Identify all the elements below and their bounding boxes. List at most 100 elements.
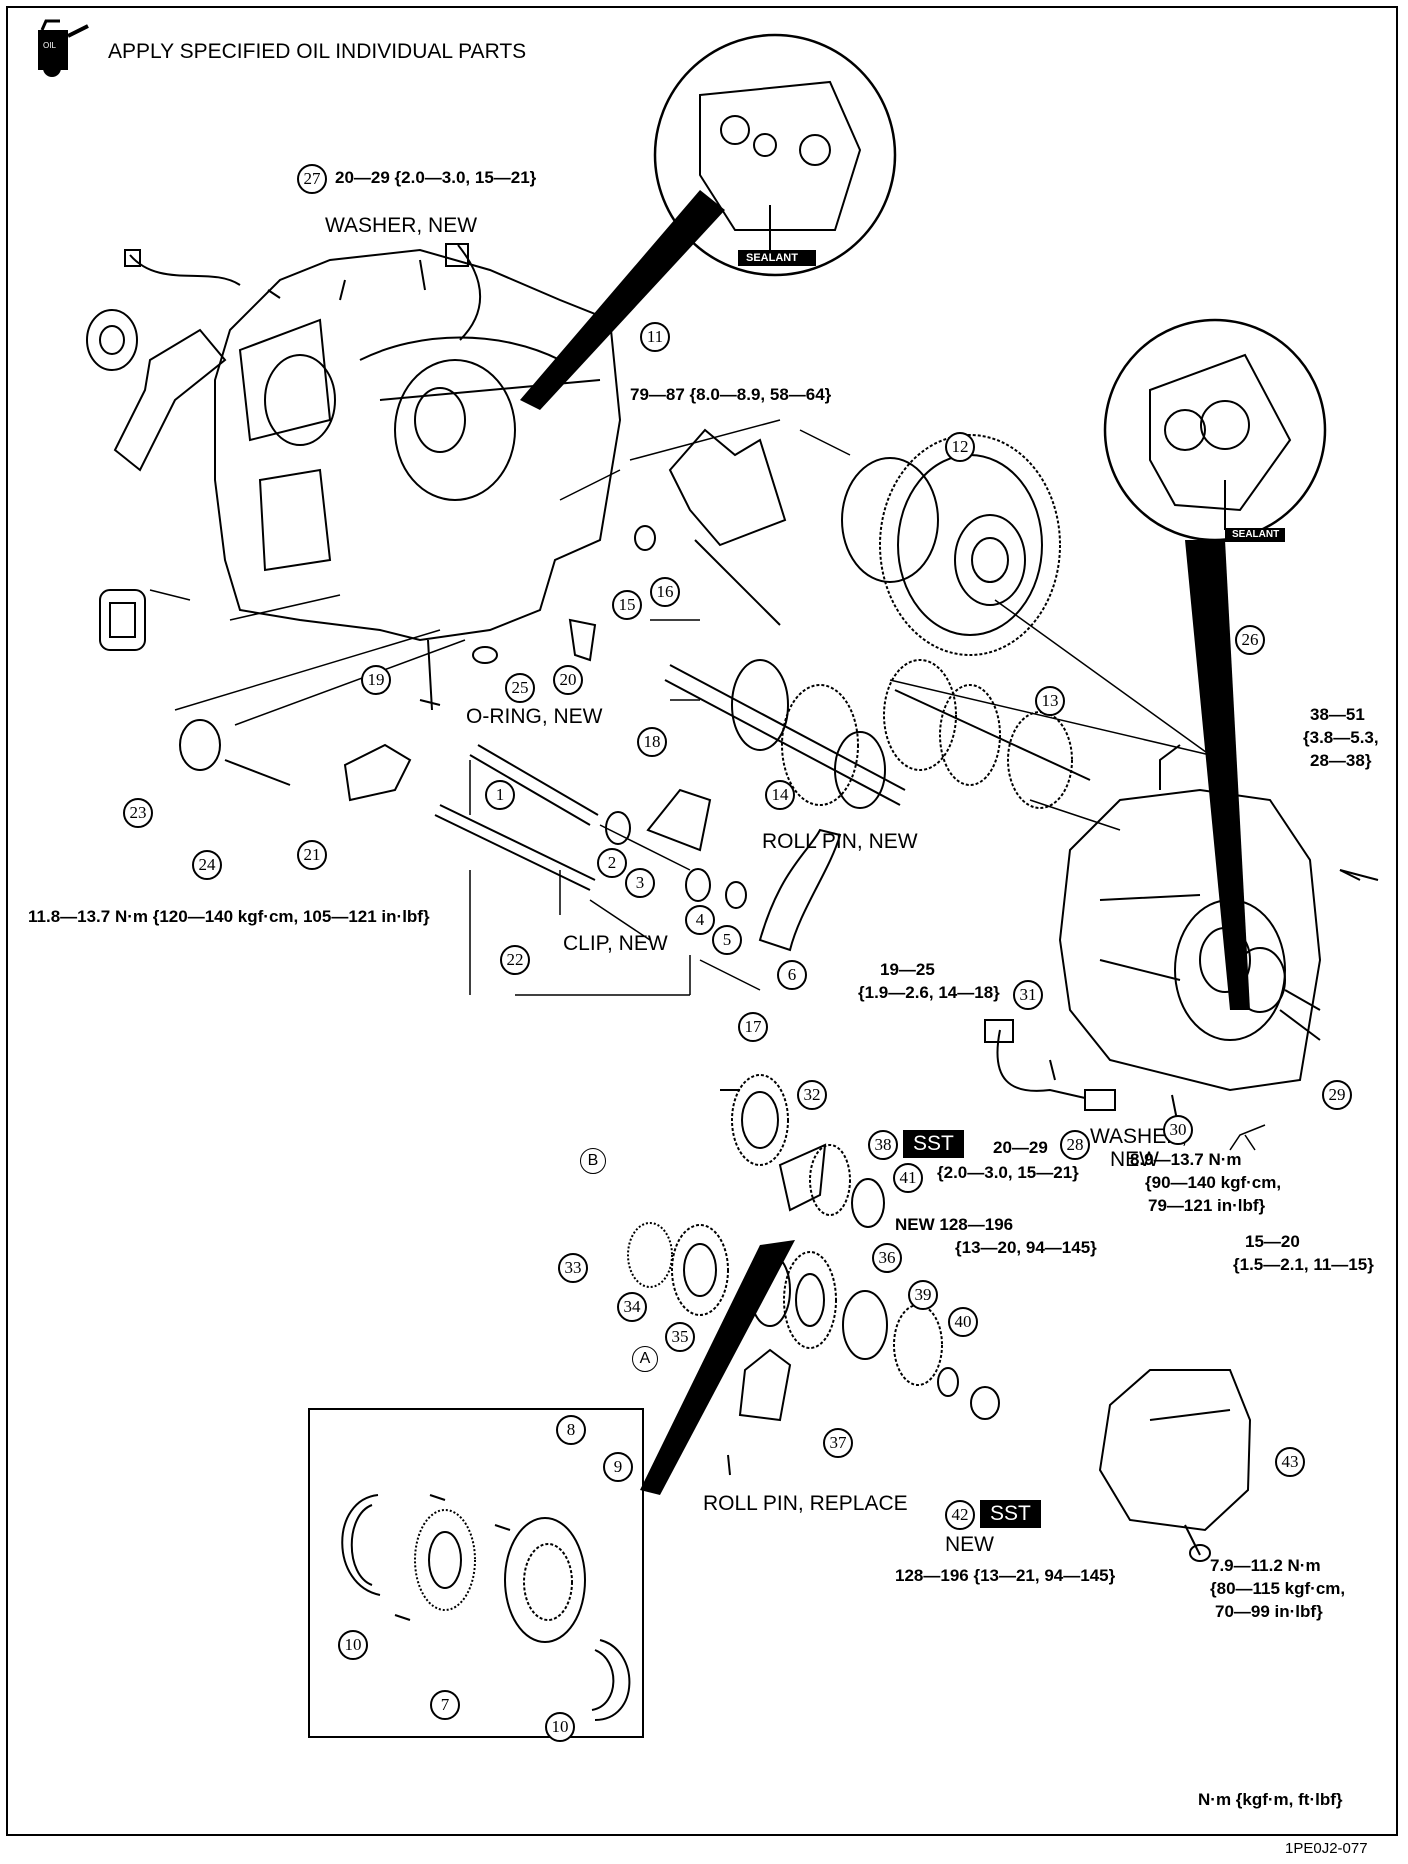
washer-new-label-a: WASHER, xyxy=(1090,1125,1188,1148)
torque-label-15-a: 15—20 xyxy=(1245,1232,1300,1251)
units-legend: N·m {kgf·m, ft·lbf} xyxy=(1198,1790,1343,1809)
torque-label-20-b: {2.0—3.0, 15—21} xyxy=(937,1163,1079,1182)
callout-23: 23 xyxy=(123,798,153,828)
clip-new-label: CLIP, NEW xyxy=(563,932,668,955)
callout-7: 7 xyxy=(430,1690,460,1720)
washer-new-label-b: NEW xyxy=(1110,1148,1159,1171)
torque-label-38-b: {3.8—5.3, xyxy=(1303,728,1379,747)
callout-5: 5 xyxy=(712,925,742,955)
new-torque-label-41-b: {13—20, 94—145} xyxy=(955,1238,1097,1257)
synchronizer-inset xyxy=(341,1494,631,1721)
callout-9: 9 xyxy=(603,1452,633,1482)
torque-label-8-9-a: 8.9—13.7 N·m xyxy=(1130,1150,1242,1169)
callout-39: 39 xyxy=(908,1280,938,1310)
callout-11: 11 xyxy=(640,322,670,352)
callout-35: 35 xyxy=(665,1322,695,1352)
mount-bracket xyxy=(668,428,787,547)
torque-label-19-a: 19—25 xyxy=(880,960,935,979)
new-torque-label-41-a: NEW 128—196 xyxy=(895,1215,1014,1234)
torque-label-7-9-b: {80—115 kgf·cm, xyxy=(1210,1579,1346,1598)
diagram-frame xyxy=(6,6,1398,1836)
torque-label-38-c: 28—38} xyxy=(1310,751,1372,770)
callout-15: 15 xyxy=(612,590,642,620)
callout-32: 32 xyxy=(797,1080,827,1110)
roll-pin-new-label: ROLL PIN, NEW xyxy=(762,830,918,853)
oring-new-label: O-RING, NEW xyxy=(466,705,603,728)
torque-label-8-9-c: 79—121 in·lbf} xyxy=(1148,1196,1266,1215)
end-cover xyxy=(1098,1369,1252,1562)
callout-2: 2 xyxy=(597,848,627,878)
sensor-wire-left xyxy=(129,254,241,286)
callout-40: 40 xyxy=(948,1307,978,1337)
callout-14: 14 xyxy=(765,780,795,810)
new-label-42: NEW xyxy=(945,1533,994,1556)
torque-label-38-a: 38—51 xyxy=(1310,705,1365,724)
callout-28: 28 xyxy=(1060,1130,1090,1160)
callout-42: 42 xyxy=(945,1500,975,1530)
torque-label-20-a: 20—29 xyxy=(993,1138,1048,1157)
sst-badge-42: SST xyxy=(980,1500,1041,1529)
torque-label-8-9-b: {90—140 kgf·cm, xyxy=(1145,1173,1282,1192)
callout-43: 43 xyxy=(1275,1447,1305,1477)
callout-31: 31 xyxy=(1013,980,1043,1010)
torque-label-7-9-c: 70—99 in·lbf} xyxy=(1215,1602,1323,1621)
inset-pointer-bottom xyxy=(640,1240,795,1495)
callout-19: 19 xyxy=(361,665,391,695)
callout-41: 41 xyxy=(893,1163,923,1193)
mainshaft xyxy=(664,659,906,809)
callout-26: 26 xyxy=(1235,625,1265,655)
callout-30: 30 xyxy=(1163,1115,1193,1145)
torque-label-19-b: {1.9—2.6, 14—18} xyxy=(858,983,1000,1002)
right-sealant-inset xyxy=(1103,318,1327,542)
callout-27: 27 xyxy=(297,164,327,194)
callout-33: 33 xyxy=(558,1253,588,1283)
callout-20: 20 xyxy=(553,665,583,695)
callout-10-right: 10 xyxy=(545,1712,575,1742)
sst-badge-38: SST xyxy=(903,1130,964,1159)
speed-sensor-wire xyxy=(996,1029,1086,1099)
callout-34: 34 xyxy=(617,1292,647,1322)
secondary-shaft xyxy=(883,659,1091,809)
callout-12: 12 xyxy=(945,432,975,462)
sealant-label-right: SEALANT xyxy=(1232,529,1280,540)
top-sealant-inset xyxy=(653,33,897,277)
torque-label-27: 20—29 {2.0—3.0, 15—21} xyxy=(335,168,537,187)
callout-37: 37 xyxy=(823,1428,853,1458)
inset-pointer-right xyxy=(1185,540,1250,1010)
reference-letter-b: B xyxy=(580,1148,606,1174)
callout-38: 38 xyxy=(868,1130,898,1160)
callout-4: 4 xyxy=(685,905,715,935)
inset-pointer-top xyxy=(520,190,725,410)
callout-13: 13 xyxy=(1035,686,1065,716)
sensor-wire-right xyxy=(457,244,481,341)
callout-10-left: 10 xyxy=(338,1630,368,1660)
synchronizer-detail-box xyxy=(308,1408,644,1738)
roll-pin-replace-label: ROLL PIN, REPLACE xyxy=(703,1492,908,1515)
callout-17: 17 xyxy=(738,1012,768,1042)
torque-label-15-b: {1.5—2.1, 11—15} xyxy=(1233,1255,1374,1274)
grouping-lines xyxy=(149,419,1266,1151)
reference-letter-a: A xyxy=(632,1346,658,1372)
callout-18: 18 xyxy=(637,727,667,757)
callout-3: 3 xyxy=(625,868,655,898)
callout-25: 25 xyxy=(505,673,535,703)
callout-24: 24 xyxy=(192,850,222,880)
page-title: APPLY SPECIFIED OIL INDIVIDUAL PARTS xyxy=(108,40,527,63)
release-fork xyxy=(86,309,227,651)
differential xyxy=(841,434,1061,656)
svg-text:OIL: OIL xyxy=(43,41,56,50)
washer-new-label-top: WASHER, NEW xyxy=(325,214,478,237)
shift-rods-forks xyxy=(434,744,842,952)
callout-36: 36 xyxy=(872,1243,902,1273)
callout-6: 6 xyxy=(777,960,807,990)
callout-8: 8 xyxy=(556,1415,586,1445)
transaxle-case xyxy=(1058,788,1322,1092)
torque-label-79: 79—87 {8.0—8.9, 58—64} xyxy=(630,385,832,404)
callout-1: 1 xyxy=(485,780,515,810)
clutch-housing xyxy=(214,248,622,642)
torque-label-42: 128—196 {13—21, 94—145} xyxy=(895,1566,1116,1585)
torque-label-7-9-a: 7.9—11.2 N·m xyxy=(1210,1556,1321,1575)
callout-21: 21 xyxy=(297,840,327,870)
